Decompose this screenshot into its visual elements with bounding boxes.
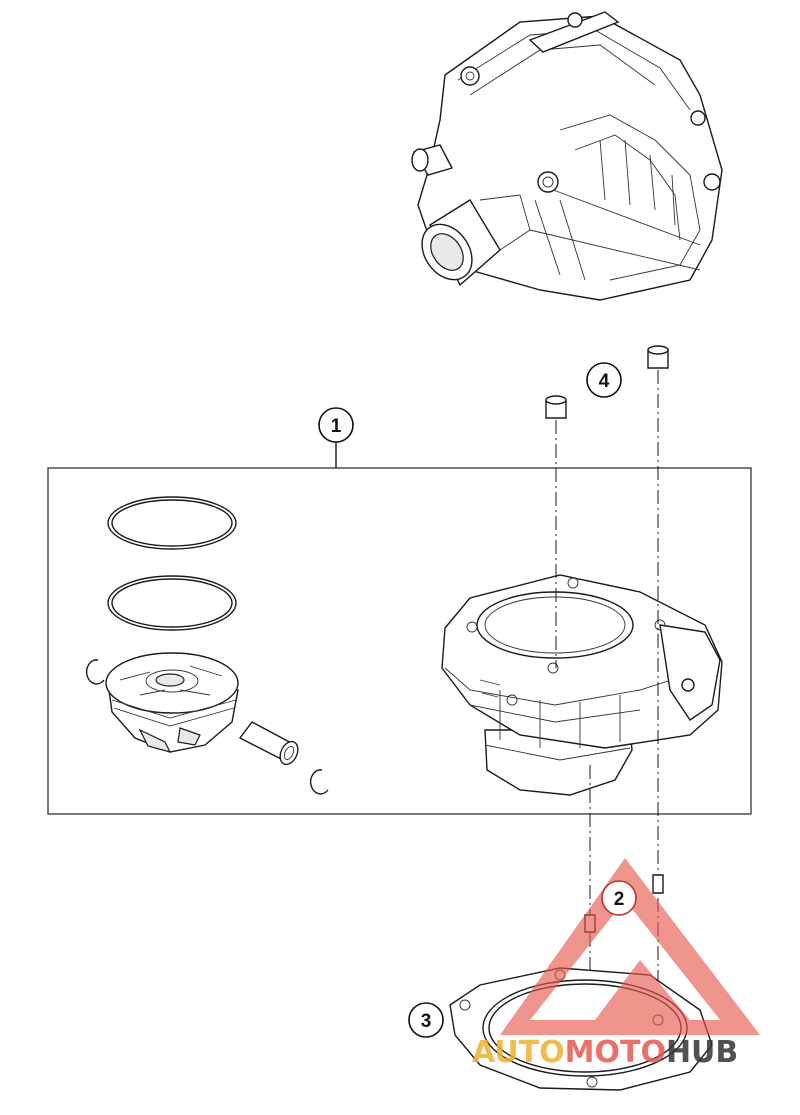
callout-3-label: 3 (421, 1011, 432, 1032)
circlip-left (85, 659, 105, 685)
piston-ring-bottom (107, 575, 237, 631)
cylinder (441, 574, 723, 796)
dowel-pin-top-left (545, 395, 567, 419)
callout-1: 1 (318, 407, 354, 468)
watermark-auto: AUTO (472, 1035, 565, 1070)
dowel-pin-lower-right (652, 874, 664, 894)
callout-4-label: 4 (599, 371, 610, 392)
dowel-pin-top-right (647, 345, 669, 369)
svg-text:AUTOMOTOHUB: AUTOMOTOHUB (472, 1035, 738, 1070)
callout-4: 4 (586, 362, 622, 398)
piston-pin (238, 721, 299, 766)
circlip-right (309, 769, 329, 795)
piston (105, 652, 239, 753)
callout-3: 3 (408, 1002, 444, 1038)
callout-2: 2 (601, 880, 637, 916)
cylinder-head-drawing (411, 11, 723, 301)
piston-ring-top (107, 496, 237, 550)
kit-box (47, 467, 752, 815)
watermark-hub: HUB (666, 1035, 738, 1070)
callout-1-label: 1 (331, 416, 342, 437)
watermark-moto: MOTO (565, 1035, 666, 1070)
callout-2-label: 2 (614, 889, 625, 910)
